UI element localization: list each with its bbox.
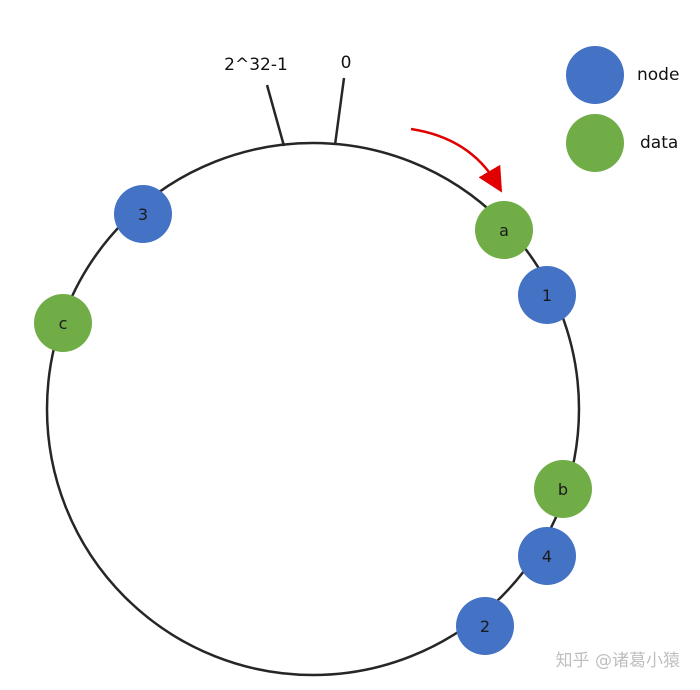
legend-node-label: node (637, 65, 679, 85)
tick-label-zero: 0 (341, 53, 352, 73)
node-2: 2 (456, 597, 514, 655)
node-circle (114, 185, 172, 243)
node-4: 4 (518, 527, 576, 585)
data-c: c (34, 294, 92, 352)
legend-data-swatch (566, 114, 624, 172)
legend: node data (566, 46, 679, 172)
node-label: 1 (542, 286, 552, 305)
data-circle (34, 294, 92, 352)
node-circle (518, 266, 576, 324)
data-b: b (534, 460, 592, 518)
tick-line-zero (333, 77, 346, 146)
node-label: 3 (138, 205, 148, 224)
node-3: 3 (114, 185, 172, 243)
node-label: 2 (480, 617, 490, 636)
clockwise-arrow (410, 127, 503, 193)
watermark: 知乎 @诸葛小猿 (556, 651, 680, 671)
node-circle (456, 597, 514, 655)
tick-line-max (265, 84, 286, 147)
legend-data-label: data (640, 133, 678, 153)
data-a: a (475, 201, 533, 259)
data-label: a (499, 221, 509, 240)
data-label: b (558, 480, 568, 499)
legend-node-swatch (566, 46, 624, 104)
data-circle (475, 201, 533, 259)
hash-ring (45, 141, 581, 677)
data-label: c (59, 314, 68, 333)
node-1: 1 (518, 266, 576, 324)
node-circle (518, 527, 576, 585)
tick-label-max: 2^32-1 (224, 55, 288, 75)
data-circle (534, 460, 592, 518)
node-label: 4 (542, 547, 552, 566)
